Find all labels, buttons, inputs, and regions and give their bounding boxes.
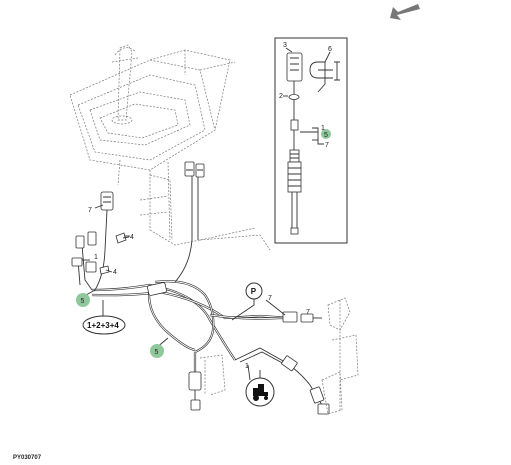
connector-upper-left [100,191,114,211]
lower-brackets-outline [199,297,359,415]
callout-1-lower[interactable]: 1 [245,363,249,370]
callout-2-inset[interactable]: 2 [279,93,283,100]
callout-1-inset[interactable]: 1 [321,125,325,132]
connector-upper-center [184,161,205,178]
callout-7-connector[interactable]: 7 [306,309,310,316]
callout-5-lower[interactable]: 5 [150,344,164,358]
callout-3-inset[interactable]: 3 [283,42,287,49]
svg-text:1+2+3+4: 1+2+3+4 [87,321,119,330]
connector-lower-right [281,355,330,415]
inset-connector-top [286,52,303,100]
callout-7-upper[interactable]: 7 [88,207,92,214]
navigation-arrow-icon[interactable] [390,4,420,20]
clip-4-upper [115,232,130,244]
callout-6-inset[interactable]: 6 [328,46,332,53]
clip-4-lower [99,265,110,275]
svg-text:P: P [251,287,257,296]
connector-lower-center [188,371,202,411]
callout-7-inset[interactable]: 7 [325,142,329,149]
group-label[interactable]: 1+2+3+4 [82,315,126,335]
inset-bracket [309,61,340,93]
figure-code: PY030707 [13,455,42,461]
harness-clamp [147,282,167,296]
callout-5-left[interactable]: 5 [76,293,90,307]
svg-text:5: 5 [155,349,159,356]
callout-7-right[interactable]: 7 [268,295,272,302]
callout-5-inset[interactable]: 5 [321,129,331,139]
connector-left-pair [71,231,97,273]
detail-inset [274,37,348,244]
main-harness [77,175,323,406]
callout-4-lower[interactable]: 4 [113,269,117,276]
tractor-symbol-icon [245,370,275,407]
connector-right [282,311,322,323]
svg-text:5: 5 [81,298,85,305]
callout-1-left[interactable]: 1 [94,254,98,261]
svg-text:5: 5 [324,132,328,139]
console-housing-outline [69,49,271,251]
p-marker[interactable]: P [245,282,263,300]
gear-lever-outline [111,44,139,125]
callout-4-upper[interactable]: 4 [130,234,134,241]
inset-cable-shaft [287,100,302,235]
